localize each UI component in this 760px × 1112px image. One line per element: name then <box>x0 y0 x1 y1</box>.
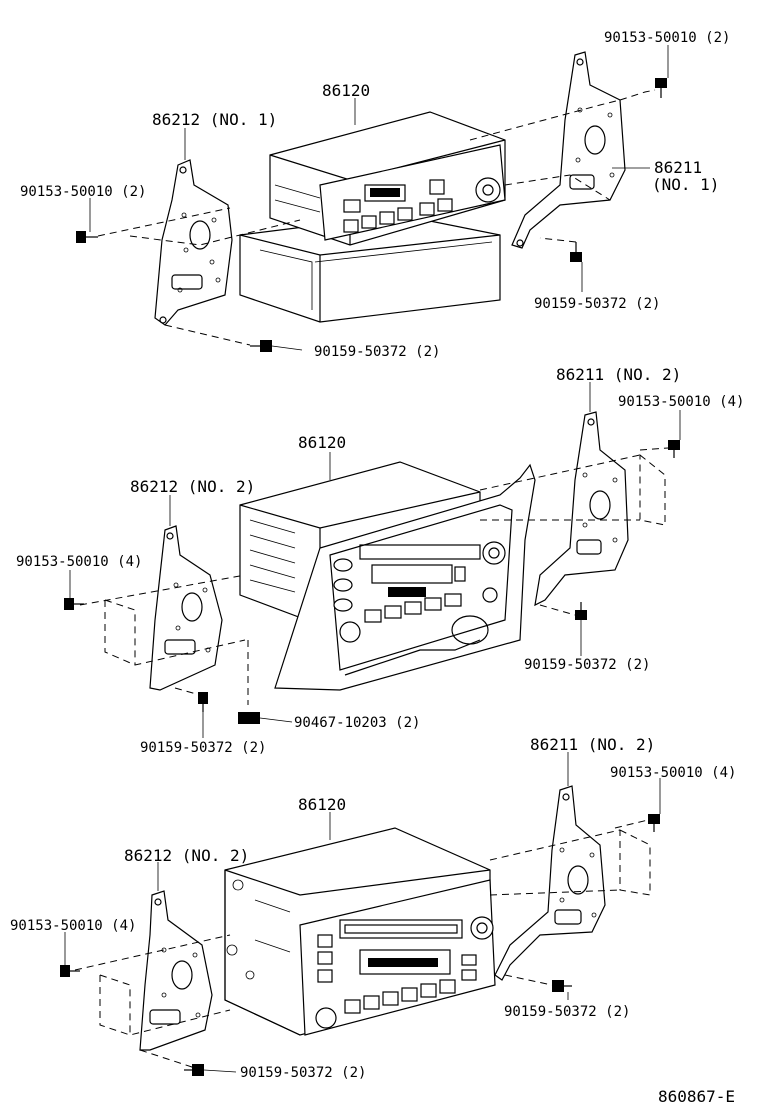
screw-icon <box>575 602 587 620</box>
part-number-right-bracket: 86211 <box>654 158 702 177</box>
part-number-86120: 86120 <box>298 433 346 452</box>
assembly-lines-top <box>97 89 656 346</box>
part-number-screw: 90159-50372 (2) <box>534 296 660 312</box>
part-number-screw: 90159-50372 (2) <box>240 1065 366 1081</box>
screw-icon <box>655 78 667 98</box>
part-number-86120: 86120 <box>322 81 370 100</box>
part-number-screw: 90153-50010 (2) <box>20 184 146 200</box>
part-number-screw: 90153-50010 (2) <box>604 30 730 46</box>
part-number-screw: 90153-50010 (4) <box>618 394 744 410</box>
radio-unit-middle <box>239 461 536 691</box>
radio-unit-bottom <box>224 827 496 1036</box>
part-number-screw: 90159-50372 (2) <box>504 1004 630 1020</box>
part-number-left-bracket: 86212 (NO. 1) <box>152 110 277 129</box>
screw-icon <box>648 814 660 832</box>
part-number-right-bracket-suffix: (NO. 1) <box>652 175 719 194</box>
part-number-86120: 86120 <box>298 795 346 814</box>
screw-icon <box>184 1064 204 1076</box>
part-number-screw: 90159-50372 (2) <box>140 740 266 756</box>
radio-unit-top <box>269 111 506 246</box>
assembly-lines-middle <box>79 447 669 705</box>
screw-icon <box>570 242 582 262</box>
group-bottom: 86120 86212 (NO. 2) 90153-50010 (4) 8621… <box>10 735 736 1081</box>
group-top: 86120 86212 (NO. 1) 90153-50010 (2) 9015… <box>20 30 730 360</box>
part-number-left-bracket: 86212 (NO. 2) <box>130 477 255 496</box>
screw-icon <box>552 980 572 992</box>
part-number-clip: 90467-10203 (2) <box>294 715 420 731</box>
right-bracket-top <box>511 51 626 249</box>
part-number-screw: 90153-50010 (4) <box>10 918 136 934</box>
right-bracket-bottom <box>494 785 606 981</box>
part-number-right-bracket: 86211 (NO. 2) <box>556 365 681 384</box>
screw-icon <box>198 692 208 712</box>
left-bracket-middle <box>149 525 223 691</box>
group-middle: 86120 86212 (NO. 2) 90153-50010 (4) 8621… <box>16 365 744 756</box>
assembly-lines-bottom <box>74 819 651 1069</box>
part-number-left-bracket: 86212 (NO. 2) <box>124 846 249 865</box>
leader-line <box>271 345 303 351</box>
figure-code: 860867-E <box>658 1087 735 1106</box>
left-bracket-bottom <box>139 890 213 1051</box>
part-number-screw: 90159-50372 (2) <box>314 344 440 360</box>
clip-icon <box>238 712 260 724</box>
right-bracket-middle <box>534 411 629 607</box>
screw-icon <box>668 440 680 458</box>
left-bracket-top <box>154 159 233 326</box>
screw-icon <box>76 231 98 243</box>
pocket-box <box>239 214 501 323</box>
screw-icon <box>60 965 80 977</box>
leader-line <box>259 717 293 723</box>
part-number-screw: 90153-50010 (4) <box>16 554 142 570</box>
screw-icon <box>250 340 272 352</box>
part-number-screw: 90153-50010 (4) <box>610 765 736 781</box>
part-number-right-bracket: 86211 (NO. 2) <box>530 735 655 754</box>
leader-line <box>203 1069 237 1073</box>
part-number-screw: 90159-50372 (2) <box>524 657 650 673</box>
screw-icon <box>64 598 84 610</box>
